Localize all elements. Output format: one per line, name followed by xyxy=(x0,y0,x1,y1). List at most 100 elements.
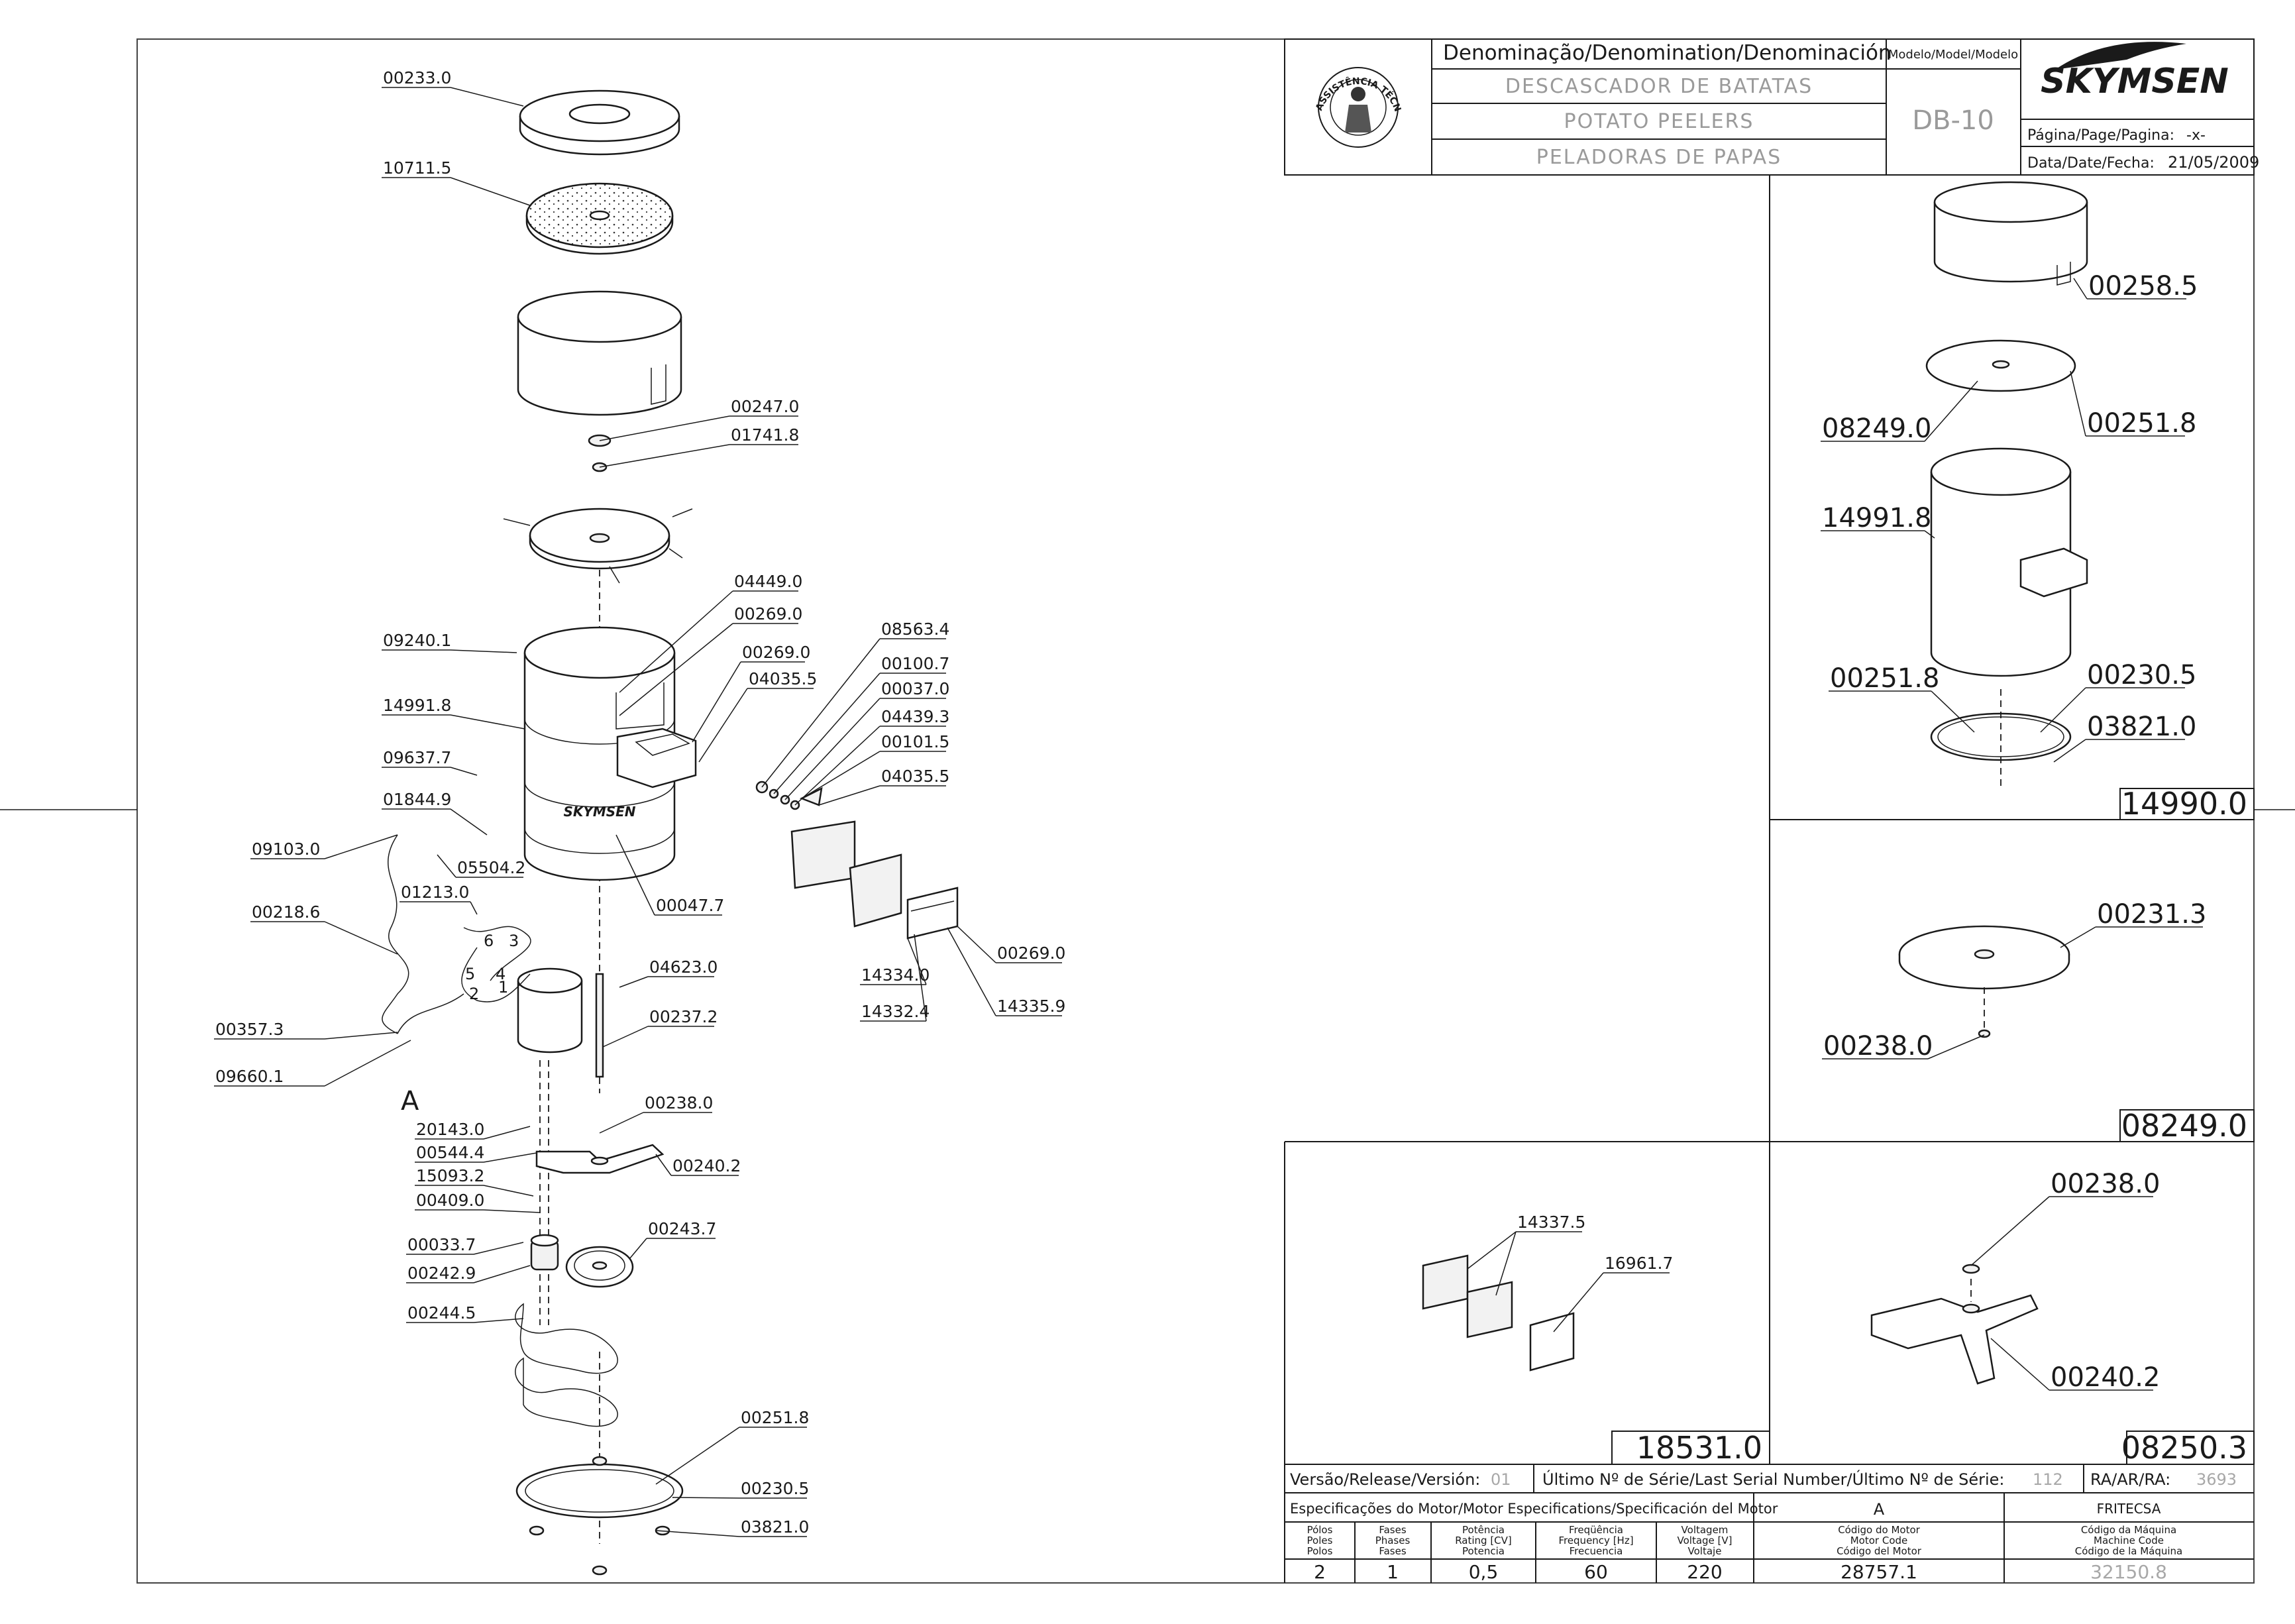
motor-spec-value: 1 xyxy=(1387,1561,1399,1583)
drive-pulley xyxy=(565,1246,634,1288)
motor-spec-column-header: Voltaje xyxy=(1688,1545,1722,1557)
main-callout: 01741.8 xyxy=(599,425,799,468)
motor xyxy=(461,926,583,1054)
motor-spec-column-header: Voltage [V] xyxy=(1678,1535,1733,1546)
motor-terminal-number: 6 xyxy=(484,932,494,950)
main-callout: 09660.1 xyxy=(214,1040,411,1087)
lid-ring xyxy=(519,89,680,156)
main-label: 00269.0 xyxy=(742,643,810,662)
main-label: 00218.6 xyxy=(252,902,320,922)
guard-plate-2 xyxy=(849,853,902,928)
main-callout: 04623.0 xyxy=(619,957,718,988)
main-label: 04439.3 xyxy=(881,707,949,726)
motor-spec-value: 32150.8 xyxy=(2090,1561,2167,1583)
main-callout: 14991.8 xyxy=(382,696,525,730)
motor-spec-value: 28757.1 xyxy=(1841,1561,1917,1583)
main-label: 00244.5 xyxy=(407,1303,476,1323)
main-callout: 00033.7 xyxy=(406,1235,524,1255)
model-header: Modelo/Model/Modelo xyxy=(1888,48,2018,62)
main-label: 00047.7 xyxy=(656,896,724,915)
main-callout: 00269.0 xyxy=(619,604,802,716)
cover-panel xyxy=(906,887,959,940)
main-label: 09240.1 xyxy=(383,631,451,650)
main-label: 00233.0 xyxy=(383,68,451,87)
main-callout: 00047.7 xyxy=(615,834,724,916)
main-label: 08563.4 xyxy=(881,620,949,639)
main-callout: 04449.0 xyxy=(619,572,802,693)
motor-terminal-number: 1 xyxy=(498,978,508,997)
main-label: 03821.0 xyxy=(741,1517,809,1537)
date-value: 21/05/2009 xyxy=(2168,153,2259,172)
ra-label: RA/AR/RA: xyxy=(2090,1470,2170,1489)
main-label: 05504.2 xyxy=(457,858,525,877)
main-callout: 15093.2 xyxy=(415,1166,534,1197)
shaft xyxy=(595,973,604,1078)
main-callout: 00100.7 xyxy=(773,654,949,794)
main-label: 00237.2 xyxy=(649,1007,718,1026)
drum-brand: SKYMSEN xyxy=(563,804,635,820)
p14990-label: 00258.5 xyxy=(2088,271,2198,301)
motor-spec-column-header: Machine Code xyxy=(2094,1535,2164,1546)
seal-text: ASSISTÊNCIA TÉCNICA AUTORIZADA xyxy=(0,0,1403,113)
motor-manufacturer: FRITECSA xyxy=(2097,1501,2161,1517)
motor-spec-column-header: Polos xyxy=(1307,1545,1333,1557)
main-callout: 00218.6 xyxy=(250,902,398,955)
main-label: 14991.8 xyxy=(383,696,451,715)
release-value: 01 xyxy=(1491,1470,1511,1489)
p14990-callout: 00251.8 xyxy=(2070,370,2196,439)
main-label: 00240.2 xyxy=(672,1156,741,1175)
p14990-label: 14991.8 xyxy=(1822,503,1931,533)
main-callout: 08563.4 xyxy=(761,620,949,788)
p08250-label: 00238.0 xyxy=(2051,1169,2160,1199)
main-label: 00247.0 xyxy=(731,397,799,416)
motor-spec-column-header: Frequency [Hz] xyxy=(1558,1535,1633,1546)
motor-spec-column-header: Fases xyxy=(1379,1545,1406,1557)
main-callout: 00230.5 xyxy=(672,1479,809,1499)
base-ring xyxy=(515,1456,684,1576)
main-callout: 05504.2 xyxy=(437,854,525,878)
motor-spec-column-header: Voltagem xyxy=(1681,1524,1729,1536)
panel-08250 xyxy=(1870,1264,2255,1465)
main-callout: 04035.5 xyxy=(818,767,949,806)
main-label: 10711.5 xyxy=(383,158,451,178)
main-exploded-view: SKYMSEN xyxy=(382,89,959,1576)
p08250-label: 00240.2 xyxy=(2051,1362,2160,1393)
name-pt: DESCASCADOR DE BATATAS xyxy=(1505,75,1813,98)
denomination-header: Denominação/Denomination/Denominación xyxy=(1443,41,1892,65)
motor-spec-column-header: Freqüência xyxy=(1569,1524,1623,1536)
main-label: 04623.0 xyxy=(649,957,718,977)
p08249-box-label: 08249.0 xyxy=(2121,1108,2247,1144)
main-label: 00242.9 xyxy=(407,1264,476,1283)
motor-terminal-number: 3 xyxy=(509,932,519,950)
panel-18531 xyxy=(1422,1254,1770,1465)
power-cable xyxy=(382,834,409,1034)
main-callout: 01844.9 xyxy=(382,790,488,836)
p08249-callout: 00238.0 xyxy=(1822,1031,1985,1061)
main-label: 14332.4 xyxy=(861,1002,930,1021)
main-callout: A xyxy=(401,1086,419,1116)
page-label: Página/Page/Pagina: xyxy=(2027,127,2174,144)
motor-spec-column-header: Código de la Máquina xyxy=(2075,1545,2182,1557)
p08250-callout: 00238.0 xyxy=(1970,1169,2160,1266)
motor-spec-column-header: Código da Máquina xyxy=(2081,1524,2176,1536)
motor-spec-value: 2 xyxy=(1314,1561,1326,1583)
main-label: 00033.7 xyxy=(407,1235,476,1254)
main-callout: 00037.0 xyxy=(784,679,949,800)
p14990-callout: 14991.8 xyxy=(1821,503,1935,539)
motor-spec-column-header: Código do Motor xyxy=(1838,1524,1920,1536)
main-callout: 04439.3 xyxy=(794,707,949,806)
peeling-plate xyxy=(503,508,693,584)
motor-spec-column-header: Potencia xyxy=(1462,1545,1505,1557)
p18531-box-label: 18531.0 xyxy=(1636,1430,1762,1466)
main-callout: 00544.4 xyxy=(415,1143,537,1163)
main-label: 00357.3 xyxy=(215,1020,284,1039)
p14990-box-label: 14990.0 xyxy=(2121,786,2247,822)
main-label: 09637.7 xyxy=(383,748,451,767)
motor-spec-column-header: Motor Code xyxy=(1850,1535,1908,1546)
main-callout: 03821.0 xyxy=(655,1517,809,1537)
belt xyxy=(515,1303,618,1374)
motor-spec-column-header: Pólos xyxy=(1307,1524,1333,1536)
motor-bracket xyxy=(535,1144,665,1174)
main-label: 15093.2 xyxy=(416,1166,484,1185)
